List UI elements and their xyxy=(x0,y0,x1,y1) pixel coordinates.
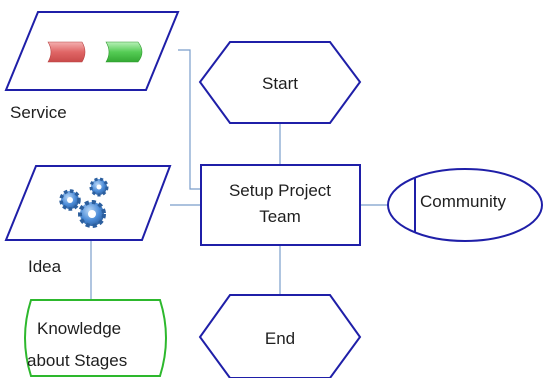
knowledge-label-line2: about Stages xyxy=(27,351,127,370)
community-label: Community xyxy=(420,192,506,211)
knowledge-shape xyxy=(24,299,167,377)
end-node[interactable]: End xyxy=(198,294,362,378)
gear-medium-icon xyxy=(59,189,81,211)
setup-label-line2: Team xyxy=(259,207,301,226)
knowledge-node[interactable]: Knowledge about Stages xyxy=(24,299,167,377)
end-label: End xyxy=(265,329,295,348)
idea-node[interactable] xyxy=(4,165,172,241)
setup-label-line1: Setup Project xyxy=(229,181,331,200)
community-shape xyxy=(387,168,543,242)
community-node[interactable]: Community xyxy=(387,168,543,242)
service-shape xyxy=(4,11,180,91)
start-node[interactable]: Start xyxy=(198,41,362,124)
start-label: Start xyxy=(262,74,298,93)
gear-large-icon xyxy=(78,200,106,228)
end-shape xyxy=(198,294,362,378)
setup-node[interactable]: Setup Project Team xyxy=(200,164,361,246)
knowledge-label-line1: Knowledge xyxy=(37,319,121,338)
service-label: Service xyxy=(10,103,67,122)
green-piece-icon xyxy=(105,41,143,63)
connector-pieces-icon xyxy=(47,41,143,63)
start-shape xyxy=(198,41,362,124)
idea-label: Idea xyxy=(28,257,62,276)
gear-small-icon xyxy=(89,177,109,197)
red-piece-icon xyxy=(47,41,86,63)
connector-service-setup xyxy=(178,49,201,190)
connectors xyxy=(90,49,388,300)
gears-icon xyxy=(59,177,109,228)
service-node[interactable] xyxy=(4,11,180,91)
setup-shape xyxy=(200,164,361,246)
